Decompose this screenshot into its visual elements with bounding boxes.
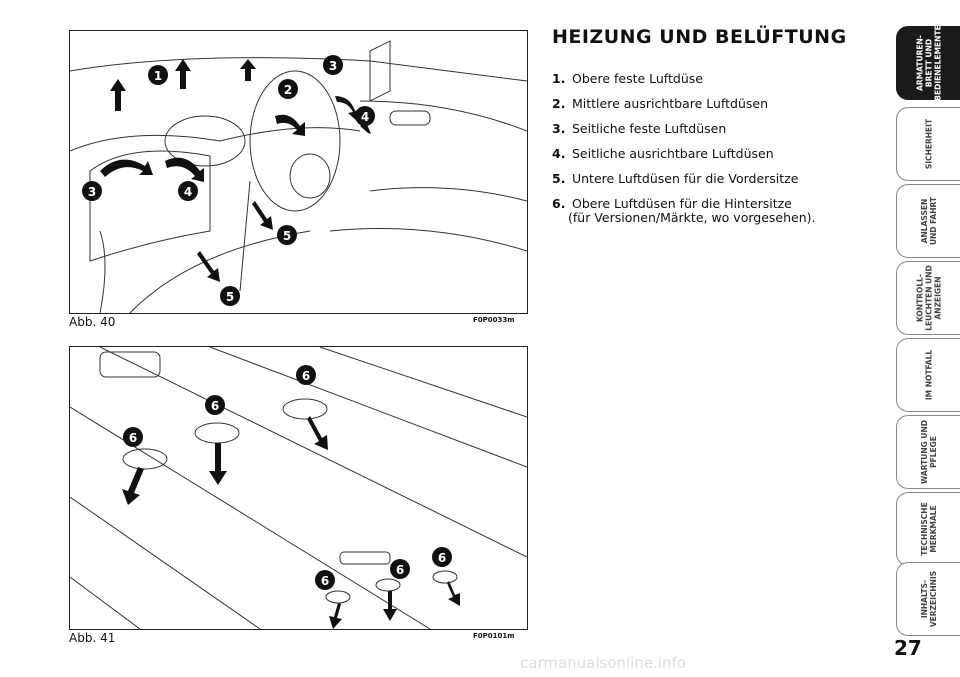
tab-inhaltsverzeichnis[interactable]: INHALTS- VERZEICHNIS: [896, 562, 960, 636]
item-text: Untere Luftdüsen für die Vordersitze: [571, 171, 799, 186]
tab-label: SICHERHEIT: [924, 118, 933, 170]
marker-6b: 6: [211, 399, 219, 413]
marker-4: 4: [361, 110, 369, 124]
tab-label: ANLASSEN UND FAHRT: [919, 196, 938, 246]
marker-1: 1: [154, 69, 162, 83]
list-item: 4. Seitliche ausrichtbare Luftdüsen: [552, 141, 852, 166]
item-text: Seitliche feste Luftdüsen: [571, 121, 727, 136]
vent-list: 1. Obere feste Luftdüse 2. Mittlere ausr…: [552, 66, 852, 226]
figure-dashboard: 1 2 3 4 3 4 5 5: [69, 30, 528, 314]
list-item: 6. Obere Luftdüsen für die Hintersitze (…: [552, 191, 852, 226]
tab-armaturenbrett[interactable]: ARMATUREN- BRETT UND BEDIENELEMENTE: [896, 25, 960, 101]
marker-4b: 4: [184, 185, 192, 199]
list-item: 2. Mittlere ausrichtbare Luftdüsen: [552, 91, 852, 116]
item-number: 4.: [552, 146, 566, 161]
item-number: 1.: [552, 71, 566, 86]
marker-6c: 6: [302, 369, 310, 383]
headliner-illustration: 6 6 6 6 6 6: [70, 347, 527, 629]
item-text-continued: (für Versionen/Märkte, wo vorgesehen).: [568, 210, 816, 225]
item-text: Mittlere ausrichtbare Luftdüsen: [571, 96, 768, 111]
item-number: 3.: [552, 121, 566, 136]
tab-kontrollleuchten[interactable]: KONTROLL- LEUCHTEN UND ANZEIGEN: [896, 261, 960, 335]
tab-label: TECHNISCHE MERKMALE: [919, 502, 938, 556]
tab-label: IM NOTFALL: [924, 349, 933, 401]
list-item: 5. Untere Luftdüsen für die Vordersitze: [552, 166, 852, 191]
marker-5: 5: [283, 229, 291, 243]
tab-sicherheit[interactable]: SICHERHEIT: [896, 107, 960, 181]
tab-anlassen[interactable]: ANLASSEN UND FAHRT: [896, 184, 960, 258]
figure-caption: Abb. 41: [69, 631, 116, 645]
tab-label: INHALTS- VERZEICHNIS: [919, 570, 938, 628]
item-number: 2.: [552, 96, 566, 111]
item-number: 5.: [552, 171, 566, 186]
list-item: 1. Obere feste Luftdüse: [552, 66, 852, 91]
tab-technische-merkmale[interactable]: TECHNISCHE MERKMALE: [896, 492, 960, 566]
tab-wartung[interactable]: WARTUNG UND PFLEGE: [896, 415, 960, 489]
page-number: 27: [894, 636, 922, 660]
item-text: Obere Luftdüsen für die Hintersitze: [571, 196, 792, 211]
marker-2: 2: [284, 83, 292, 97]
chapter-tabs: ARMATUREN- BRETT UND BEDIENELEMENTE SICH…: [896, 25, 960, 636]
marker-3b: 3: [88, 185, 96, 199]
figure-code: F0P0101m: [473, 632, 515, 640]
tab-label: KONTROLL- LEUCHTEN UND ANZEIGEN: [915, 265, 942, 331]
tab-im-notfall[interactable]: IM NOTFALL: [896, 338, 960, 412]
figure-headliner: 6 6 6 6 6 6: [69, 346, 528, 630]
marker-6a: 6: [129, 431, 137, 445]
figure-caption: Abb. 40: [69, 315, 116, 329]
item-text: Obere feste Luftdüse: [571, 71, 703, 86]
figure-code: F0P0033m: [473, 316, 515, 324]
list-item: 3. Seitliche feste Luftdüsen: [552, 116, 852, 141]
watermark: carmanualsonline.info: [520, 654, 686, 672]
tab-label: ARMATUREN- BRETT UND BEDIENELEMENTE: [915, 25, 942, 101]
marker-6e: 6: [396, 563, 404, 577]
item-number: 6.: [552, 196, 566, 211]
marker-6f: 6: [438, 551, 446, 565]
marker-5b: 5: [226, 290, 234, 304]
dashboard-illustration: 1 2 3 4 3 4 5 5: [70, 40, 527, 313]
marker-3: 3: [329, 59, 337, 73]
section-title: HEIZUNG UND BELÜFTUNG: [552, 26, 847, 48]
marker-6d: 6: [321, 574, 329, 588]
tab-label: WARTUNG UND PFLEGE: [919, 419, 938, 485]
item-text: Seitliche ausrichtbare Luftdüsen: [571, 146, 774, 161]
